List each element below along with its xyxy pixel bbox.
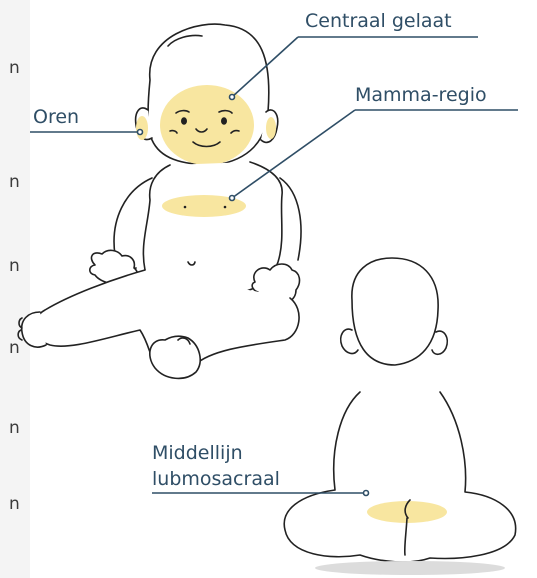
ear-left-highlight [136, 116, 148, 140]
back-baby-body [284, 392, 515, 562]
back-baby-head [352, 258, 438, 365]
label-central-face: Centraal gelaat [305, 10, 452, 32]
central-face-highlight [160, 85, 254, 165]
label-mamma-region: Mamma-regio [355, 84, 487, 106]
front-baby-arm-right [280, 178, 301, 260]
label-midline-line1: Middellijn [152, 442, 243, 464]
front-baby-foot-right [150, 336, 200, 378]
label-ears: Oren [33, 106, 79, 128]
ear-right-highlight [266, 117, 276, 139]
label-midline-line2: lubmosacraal [152, 468, 280, 490]
